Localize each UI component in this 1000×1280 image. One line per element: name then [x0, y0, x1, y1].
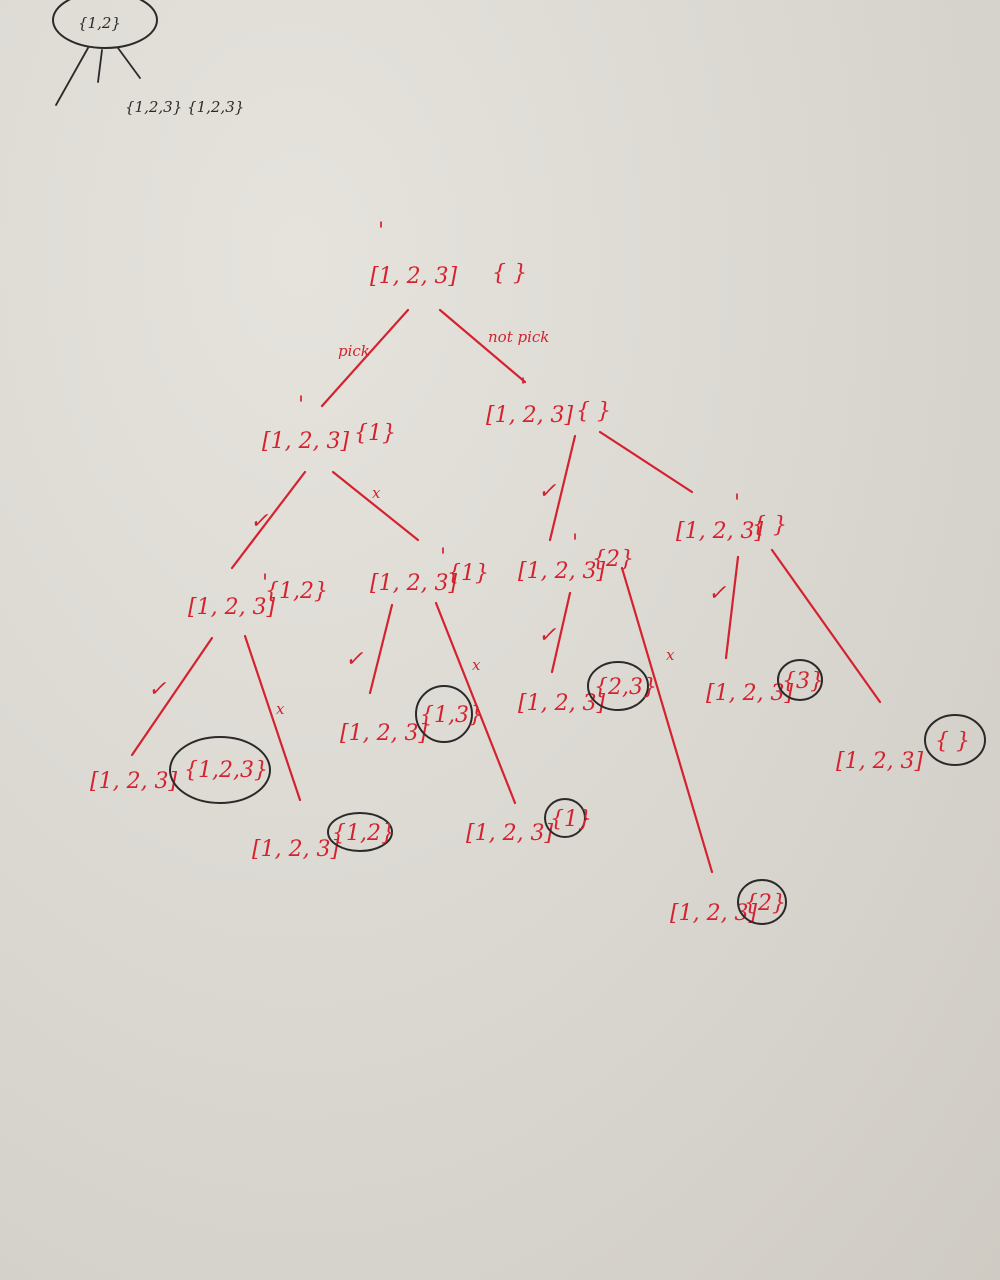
sketch-node-label: {1,2} — [78, 14, 121, 32]
edge-root-notpick — [438, 308, 527, 384]
node-list: [1, 2, 3] — [518, 691, 606, 716]
node-set: { } — [935, 729, 970, 754]
tree-nodes: [1, 2, 3] { } [1, 2, 3] {1} [1, 2, 3] { … — [90, 261, 986, 926]
edge-l1a-pick — [230, 470, 307, 570]
result-circle — [415, 685, 473, 743]
tree-node-level2: [1, 2, 3] {1} — [370, 561, 489, 596]
node-list: [1, 2, 3] — [340, 721, 428, 746]
pointer-mark: ' — [440, 545, 446, 570]
edge-label-pick: pick — [338, 342, 370, 360]
tree-leaf: [1, 2, 3] { } — [836, 714, 986, 774]
node-set: {1,3} — [420, 703, 483, 728]
pointer-mark: ' — [520, 375, 526, 400]
node-set: {1,2,3} — [184, 758, 268, 783]
node-list: [1, 2, 3] — [370, 571, 458, 596]
node-set: {2,3} — [594, 675, 657, 700]
result-circle — [327, 812, 393, 852]
node-set: {1} — [354, 421, 396, 446]
edge-l2b-pick — [368, 603, 394, 695]
node-set: { } — [492, 261, 527, 286]
tree-node-level2: [1, 2, 3] { } — [676, 513, 787, 544]
check-mark: ✓ — [148, 677, 167, 702]
tree-leaf: [1, 2, 3] {1,3} — [340, 685, 483, 746]
node-set: {3} — [782, 669, 824, 694]
node-set: {1} — [550, 807, 592, 832]
edge-label-not-pick: not pick — [488, 328, 549, 346]
tree-node-level2: [1, 2, 3] {1,2} — [188, 579, 328, 620]
tree-node-level2: [1, 2, 3] {2} — [518, 547, 634, 584]
edge-l2d-notpick — [770, 548, 882, 704]
result-circle — [777, 659, 823, 701]
check-mark: ✓ — [708, 581, 727, 606]
edge-l1b-pick — [548, 434, 577, 542]
cross-mark: x — [666, 646, 675, 664]
tree-leaf: [1, 2, 3] {1,2,3} — [90, 736, 271, 804]
tree-node-root: [1, 2, 3] { } — [370, 261, 527, 289]
edge-l1b-notpick — [598, 430, 694, 494]
node-list: [1, 2, 3] — [518, 559, 606, 584]
check-mark: ✓ — [345, 647, 364, 672]
node-list: [1, 2, 3] — [252, 837, 340, 862]
node-list: [1, 2, 3] — [486, 403, 574, 428]
edge-l2c-pick — [550, 591, 572, 674]
result-circle — [169, 736, 271, 804]
tree-node-level1: [1, 2, 3] { } — [486, 399, 611, 428]
cross-mark: x — [276, 700, 285, 718]
sketch-edge-right — [117, 47, 141, 79]
tree-leaf: [1, 2, 3] {1,2} — [252, 812, 395, 862]
tree-leaf: [1, 2, 3] {2} — [670, 879, 787, 926]
node-set: {2} — [744, 891, 786, 916]
result-circle — [924, 714, 986, 766]
node-list: [1, 2, 3] — [676, 519, 764, 544]
sketch-children-label: {1,2,3} {1,2,3} — [125, 98, 244, 116]
node-list: [1, 2, 3] — [370, 264, 458, 289]
pointer-mark: ' — [378, 219, 384, 244]
cross-mark: x — [372, 484, 381, 502]
sketch-group: {1,2} {1,2,3} {1,2,3} — [52, 0, 244, 116]
pointer-mark: ' — [298, 393, 304, 418]
tree-leaf: [1, 2, 3] {2,3} — [518, 661, 657, 716]
node-set: {2} — [592, 547, 634, 572]
node-set: { } — [576, 399, 611, 424]
node-list: [1, 2, 3] — [262, 429, 350, 454]
edge-root-pick — [320, 308, 410, 408]
cross-mark: x — [472, 656, 481, 674]
node-list: [1, 2, 3] — [706, 681, 794, 706]
sketch-node-circle — [52, 0, 158, 49]
edge-l2b-notpick — [434, 601, 517, 805]
tree-edges — [130, 308, 882, 874]
node-list: [1, 2, 3] — [90, 769, 178, 794]
check-mark: ✓ — [538, 479, 557, 504]
node-set: {1} — [447, 561, 489, 586]
result-circle — [737, 879, 787, 925]
pointer-mark: ' — [572, 531, 578, 556]
sketch-edge-left — [55, 47, 89, 106]
tree-leaf: [1, 2, 3] {3} — [706, 659, 824, 706]
node-set: { } — [752, 513, 787, 538]
result-circle — [544, 798, 586, 838]
node-list: [1, 2, 3] — [188, 595, 276, 620]
pointer-mark: ' — [262, 571, 268, 596]
edge-l2a-notpick — [243, 634, 302, 802]
edge-l2c-notpick — [620, 566, 714, 874]
check-mark: ✓ — [250, 509, 269, 534]
tree-node-level1: [1, 2, 3] {1} — [262, 421, 396, 454]
edge-l1a-notpick — [331, 470, 420, 542]
node-set: {1,2} — [265, 579, 328, 604]
tree-leaf: [1, 2, 3] {1} — [466, 798, 592, 846]
result-circle — [587, 661, 649, 711]
node-list: [1, 2, 3] — [466, 821, 554, 846]
index-pointers: ' ' ' ' ' ' ' — [262, 219, 740, 596]
edge-l2a-pick — [130, 636, 214, 757]
node-set: {1,2} — [332, 821, 395, 846]
node-list: [1, 2, 3] — [670, 901, 758, 926]
edge-annotations: pick not pick ✓ x ✓ ✓ x ✓ x ✓ x ✓ — [148, 328, 727, 718]
pointer-mark: ' — [734, 491, 740, 516]
node-list: [1, 2, 3] — [836, 749, 924, 774]
edge-l2d-pick — [724, 555, 740, 660]
sketch-edge-mid — [97, 49, 103, 83]
check-mark: ✓ — [538, 623, 557, 648]
